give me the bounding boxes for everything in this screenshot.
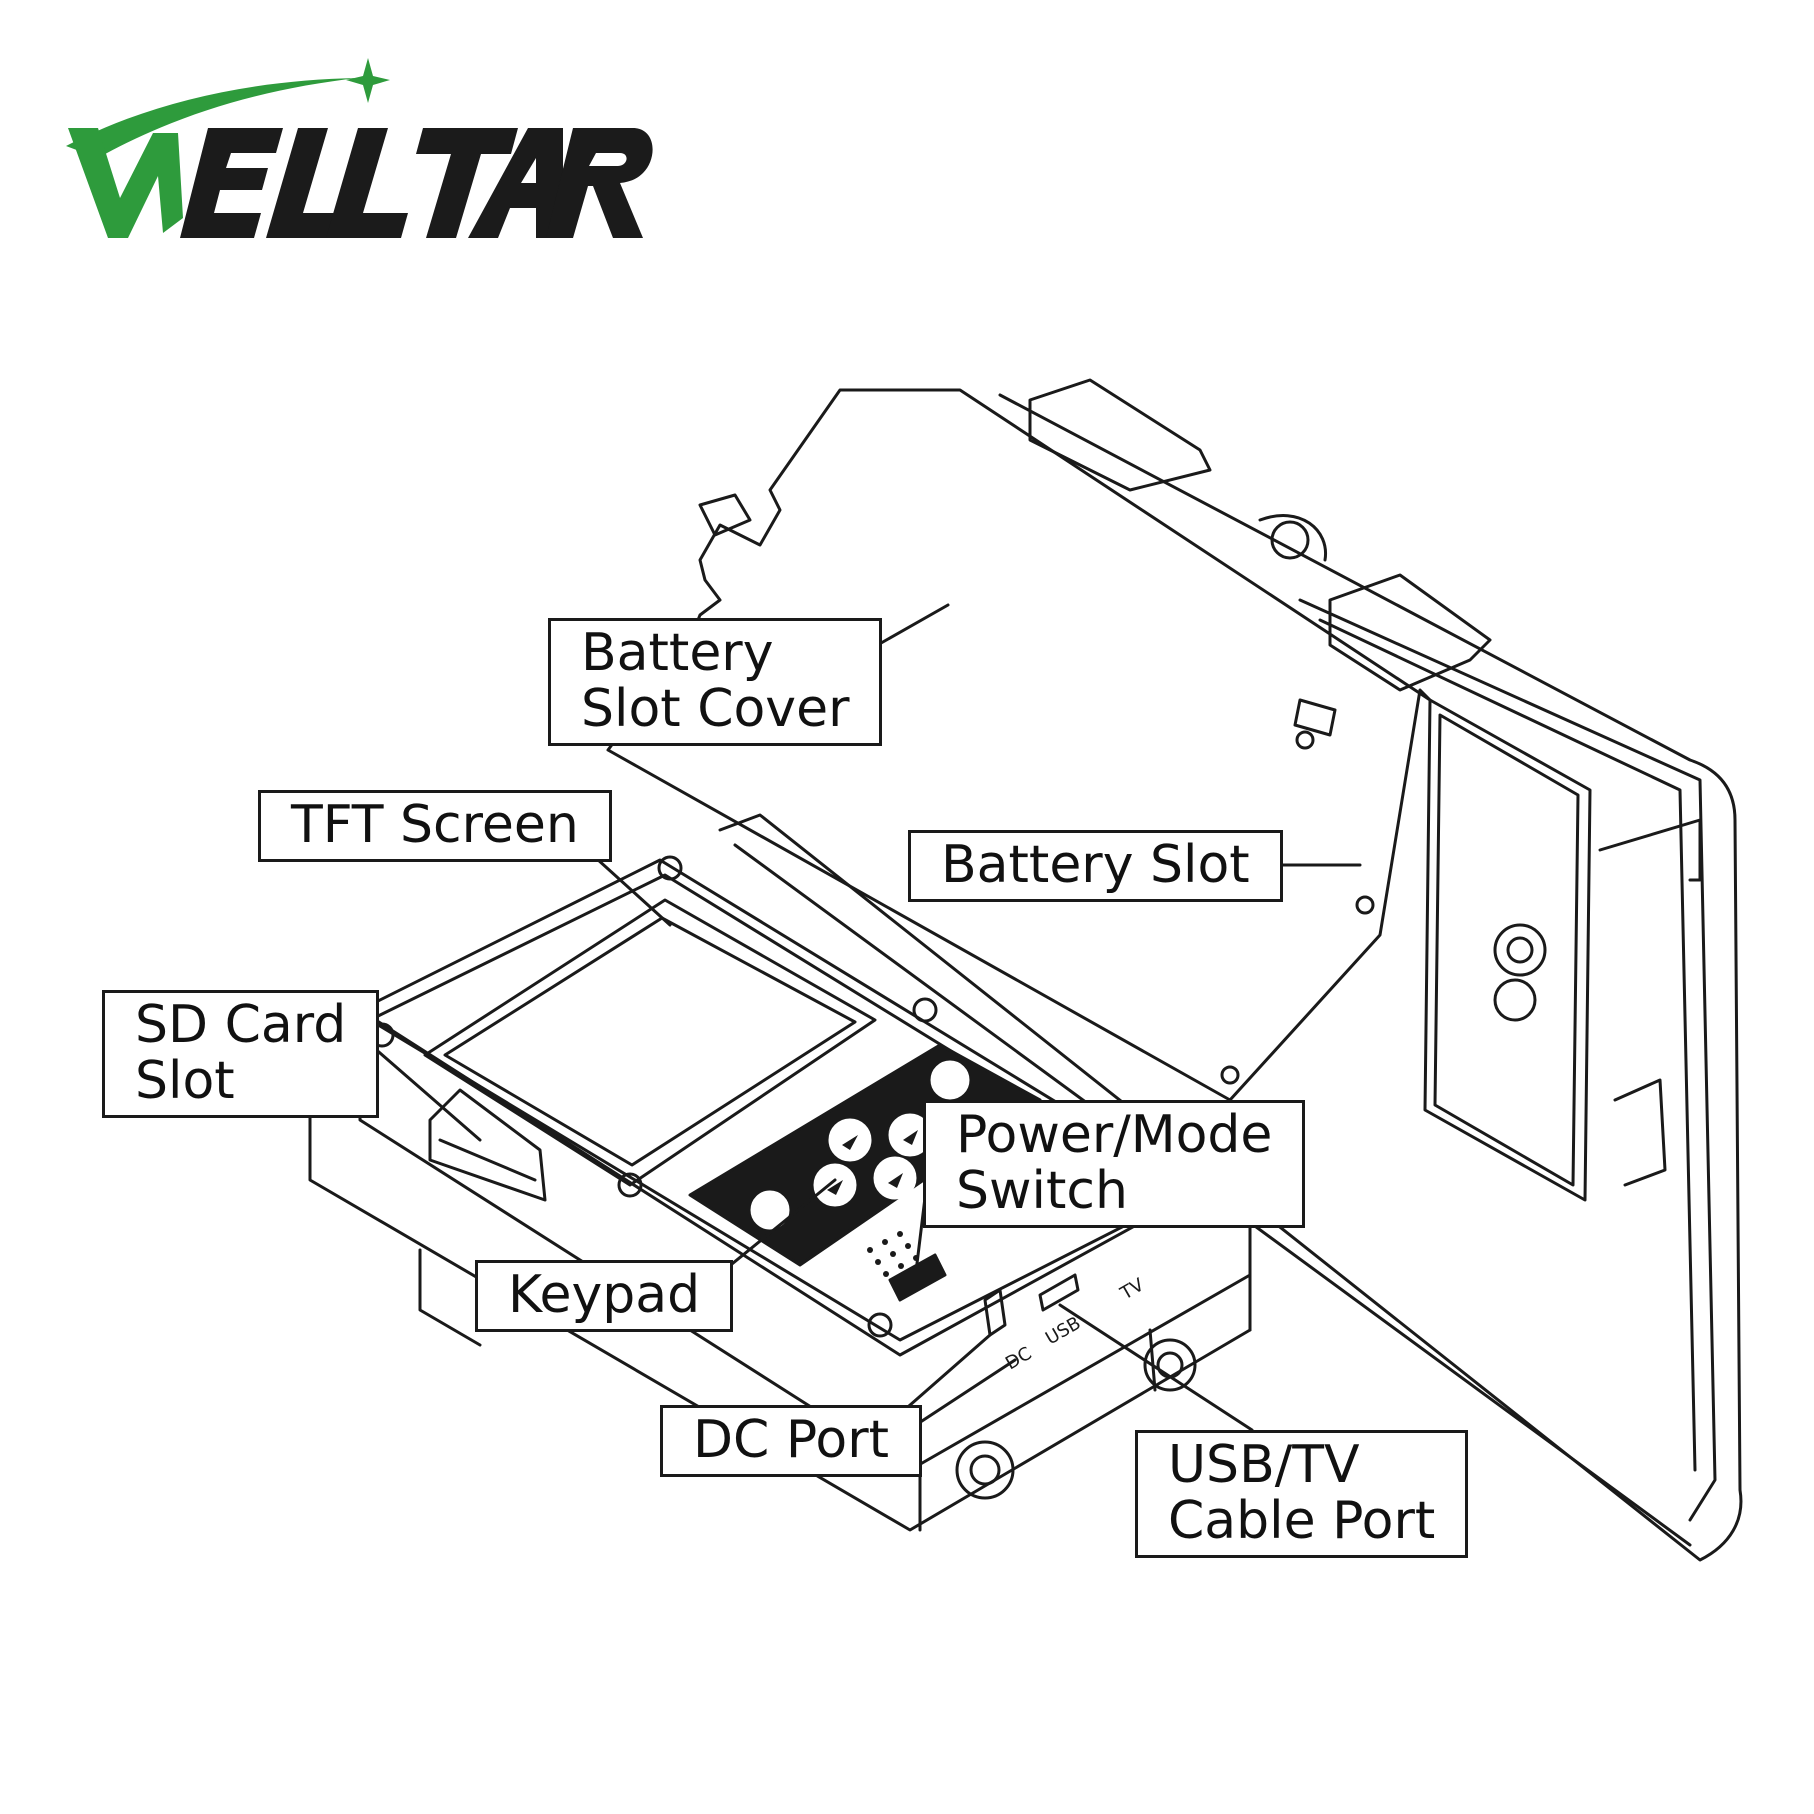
callout-dc-port: DC Port [660, 1405, 922, 1477]
logo-sparkle-icon [346, 58, 390, 103]
callout-line: DC Port [693, 1410, 889, 1470]
leader-sd-card [363, 1038, 482, 1142]
welltar-logo [58, 58, 658, 248]
leader-usb-tv [1058, 1303, 1254, 1432]
ports-drawing: DC USB TV [983, 1273, 1148, 1374]
callout-power-mode-switch: Power/Mode Switch [923, 1100, 1306, 1228]
callout-line: Cable Port [1168, 1491, 1436, 1551]
callout-line: Keypad [508, 1265, 701, 1325]
callout-line: Battery Slot [941, 835, 1250, 895]
callout-line: Slot [135, 1051, 235, 1111]
arrow-right-icon [903, 1130, 918, 1145]
callout-sd-card-slot: SD Card Slot [102, 990, 380, 1118]
callout-line: Switch [956, 1161, 1128, 1221]
callout-line: Power/Mode [956, 1105, 1273, 1165]
callout-line: USB/TV [1168, 1435, 1360, 1495]
battery-slot-cover-drawing [606, 388, 1432, 1102]
tft-screen-drawing [423, 898, 877, 1187]
battery-door-housing [718, 378, 1743, 1562]
sd-card-slot-drawing [428, 1088, 547, 1202]
callout-usb-tv-cable-port: USB/TV Cable Port [1135, 1430, 1469, 1558]
keypad-photo-label: PHOTO [795, 1075, 842, 1111]
callout-tft-screen: TFT Screen [258, 790, 612, 862]
callout-line: TFT Screen [291, 795, 579, 855]
arrow-left-icon [827, 1180, 843, 1195]
callout-line: SD Card [135, 995, 347, 1055]
callout-keypad: Keypad [475, 1260, 734, 1332]
arrow-down-icon [888, 1173, 903, 1188]
callout-line: Battery [581, 623, 774, 683]
dc-marking: DC [1002, 1343, 1035, 1374]
power-mode-switch-drawing [888, 1253, 947, 1302]
callout-battery-slot-cover: Battery Slot Cover [548, 618, 883, 746]
arrow-up-icon [842, 1135, 858, 1150]
callout-battery-slot: Battery Slot [908, 830, 1283, 902]
callout-line: Slot Cover [581, 679, 850, 739]
tv-marking: TV [1116, 1274, 1148, 1305]
